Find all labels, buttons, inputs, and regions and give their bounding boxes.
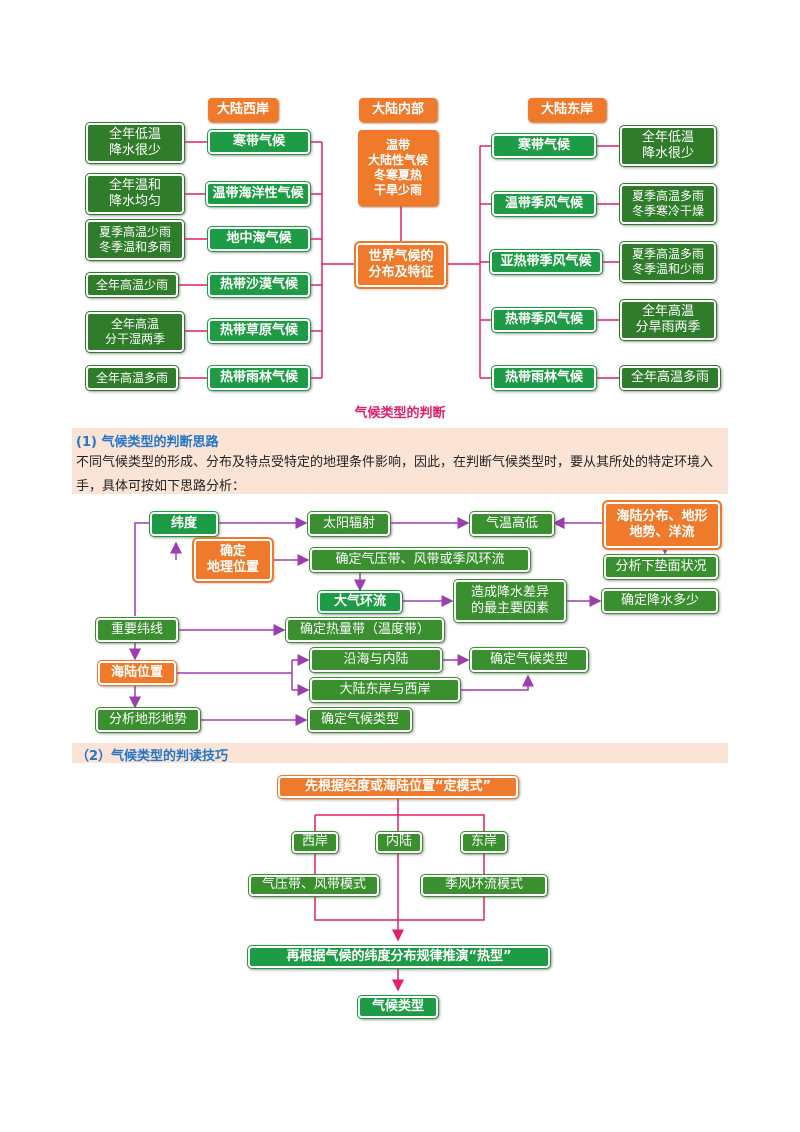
header-east: 大陆东岸 xyxy=(528,98,606,122)
node-sea-land-terrain: 海陆分布、地形 地势、洋流 xyxy=(604,502,720,548)
node-temp: 气温高低 xyxy=(470,512,554,536)
east-climate-4: 热带季风气候 xyxy=(492,308,596,332)
east-climate-5: 热带雨林气候 xyxy=(492,366,596,390)
inner-climate-desc: 温带 大陆性气候 冬寒夏热 干旱少雨 xyxy=(358,130,438,206)
node-precip-cause: 造成降水差异 的最主要因素 xyxy=(454,580,566,622)
node-locate: 确定 地理位置 xyxy=(194,539,272,581)
west-climate-3: 地中海气候 xyxy=(208,227,310,251)
node-west-coast: 西岸 xyxy=(292,832,338,853)
node-inland: 内陆 xyxy=(376,832,422,853)
node-climate2: 确定气候类型 xyxy=(308,708,412,732)
node-solar: 太阳辐射 xyxy=(308,512,390,536)
header-inner: 大陆内部 xyxy=(359,98,437,122)
section1-band xyxy=(72,428,728,494)
node-west-mode: 气压带、风带模式 xyxy=(249,875,379,896)
east-climate-1: 寒带气候 xyxy=(492,134,596,158)
node-key-lat: 重要纬线 xyxy=(96,618,178,642)
node-precip: 确定降水多少 xyxy=(602,589,718,613)
east-climate-2: 温带季风气候 xyxy=(492,192,596,216)
west-feature-1: 全年低温 降水很少 xyxy=(86,123,184,163)
west-feature-3: 夏季高温少雨 冬季温和多雨 xyxy=(86,220,184,260)
west-climate-4: 热带沙漠气候 xyxy=(208,273,310,297)
node-climate1: 确定气候类型 xyxy=(470,648,588,672)
node-east-mode: 季风环流模式 xyxy=(421,875,547,896)
west-feature-4: 全年高温少雨 xyxy=(86,273,178,297)
east-feature-2: 夏季高温多雨 冬季寒冷干燥 xyxy=(620,184,716,224)
node-circulation: 大气环流 xyxy=(318,591,402,613)
node-east-coast: 东岸 xyxy=(461,832,507,853)
step1-mode: 先根据经度或海陆位置“定模式” xyxy=(278,776,518,798)
header-west: 大陆西岸 xyxy=(208,98,278,122)
node-heat-belt: 确定热量带（温度带） xyxy=(286,618,444,642)
west-climate-1: 寒带气候 xyxy=(208,130,310,154)
node-terrain: 分析地形地势 xyxy=(96,708,200,732)
section2-band xyxy=(72,743,728,763)
node-sea-land: 海陆位置 xyxy=(98,661,176,685)
east-feature-3: 夏季高温多雨 冬季温和少雨 xyxy=(620,242,716,282)
node-result: 气候类型 xyxy=(358,996,438,1018)
section1-paragraph: 不同气候类型的形成、分布及特点受特定的地理条件影响，因此，在判断气候类型时，要从… xyxy=(76,455,714,494)
node-east-west: 大陆东岸与西岸 xyxy=(310,678,460,702)
east-climate-3: 亚热带季风气候 xyxy=(490,250,602,274)
west-climate-6: 热带雨林气候 xyxy=(208,366,310,390)
east-feature-5: 全年高温多雨 xyxy=(620,366,720,390)
node-underlying: 分析下垫面状况 xyxy=(604,555,718,579)
west-climate-2: 温带海洋性气候 xyxy=(206,182,310,206)
east-feature-1: 全年低温 降水很少 xyxy=(620,126,716,166)
node-pressure: 确定气压带、风带或季风环流 xyxy=(310,548,530,572)
step2-heat-type: 再根据气候的纬度分布规律推演“热型” xyxy=(248,946,550,968)
node-coast-inland: 沿海与内陆 xyxy=(310,648,442,672)
center-node: 世界气候的 分布及特征 xyxy=(356,243,446,287)
diagram-caption: 气候类型的判断 xyxy=(354,406,446,421)
section1-title: (1) 气候类型的判断思路 xyxy=(76,435,219,450)
west-climate-5: 热带草原气候 xyxy=(208,319,310,343)
west-feature-6: 全年高温多雨 xyxy=(86,366,178,390)
east-feature-4: 全年高温 分旱雨两季 xyxy=(620,300,716,340)
west-feature-2: 全年温和 降水均匀 xyxy=(86,174,184,214)
section2-title: （2）气候类型的判读技巧 xyxy=(76,749,229,764)
node-latitude: 纬度 xyxy=(150,512,218,536)
west-feature-5: 全年高温 分干湿两季 xyxy=(86,312,184,352)
